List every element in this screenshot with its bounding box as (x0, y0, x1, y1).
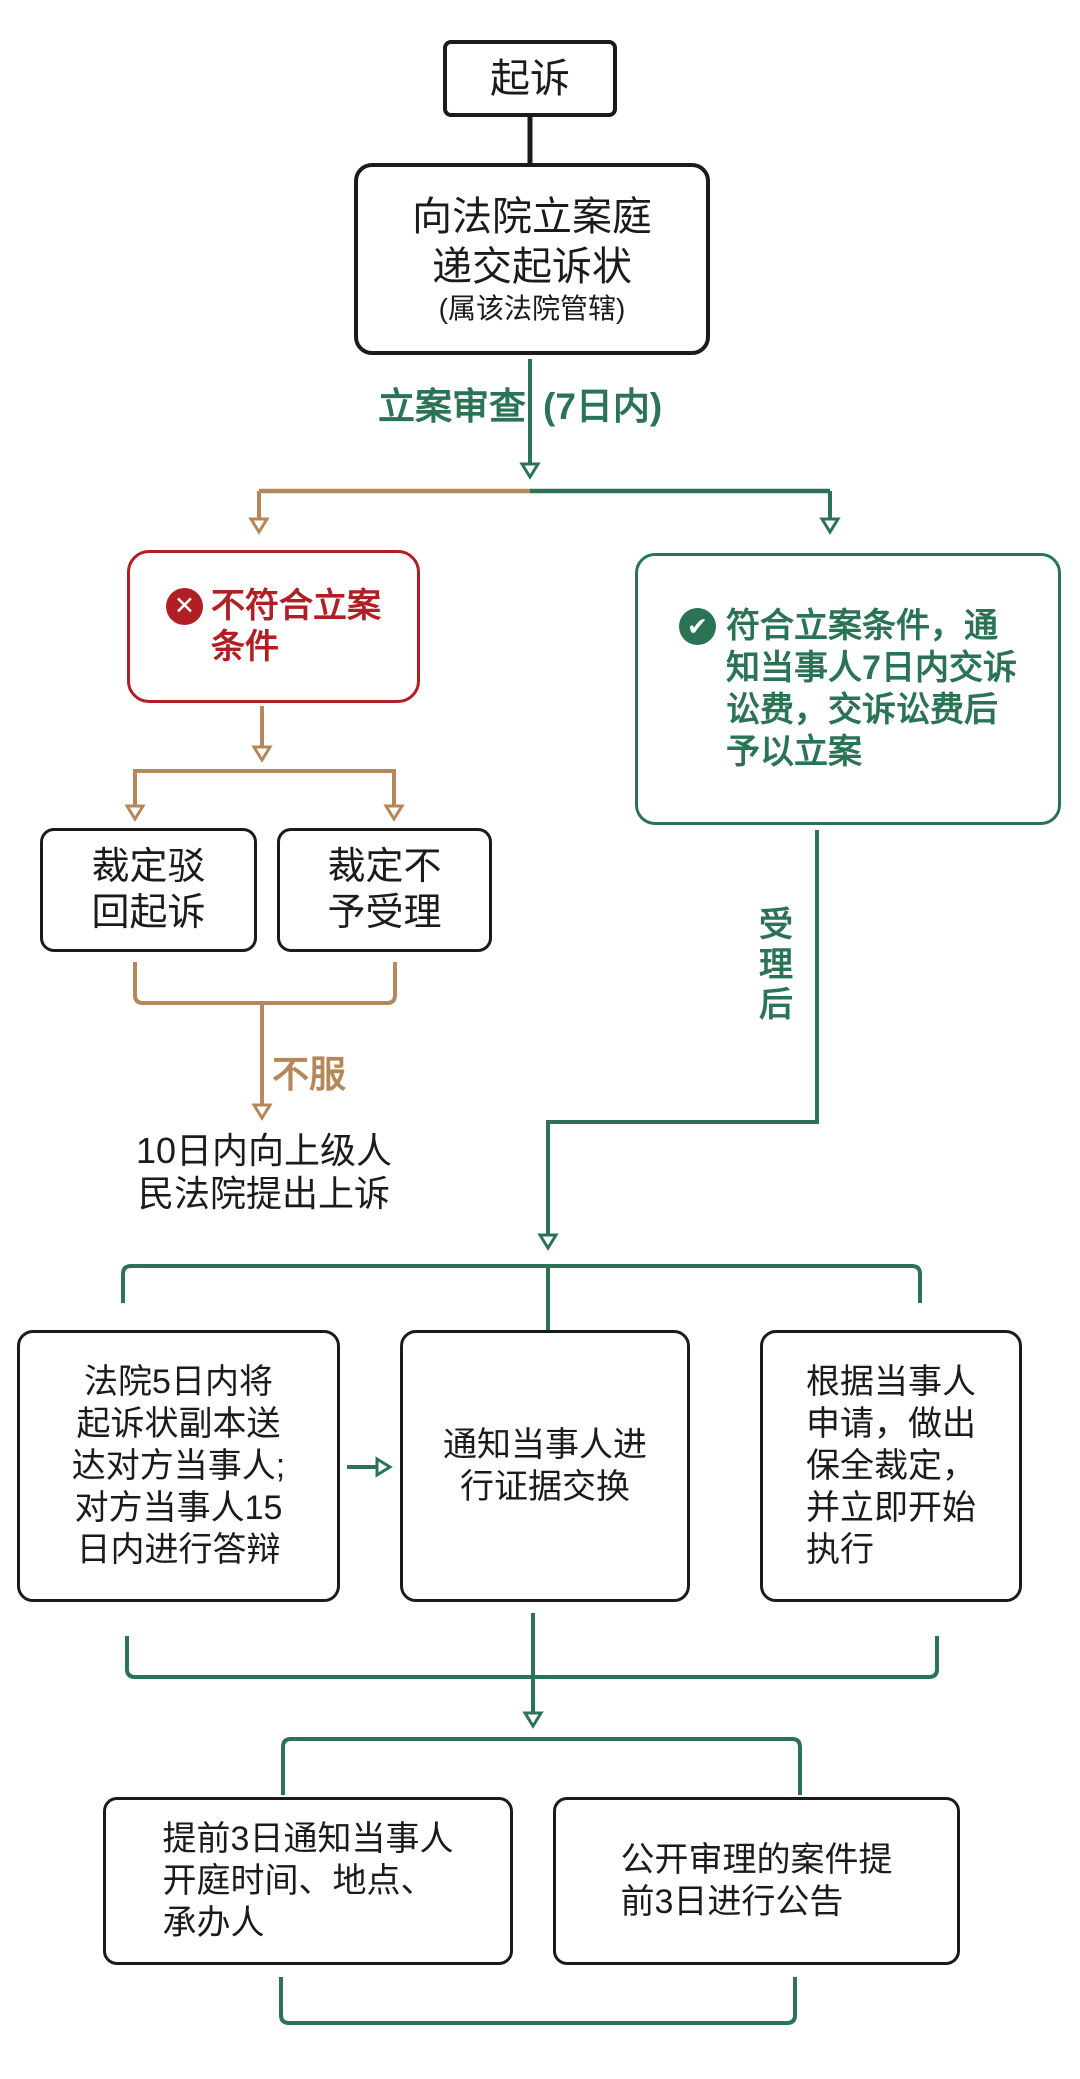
arrowhead-refuse (383, 804, 405, 822)
node-serve-line: 对方当事人15 (74, 1489, 283, 1527)
node-public-announcement: 公开审理的案件提 前3日进行公告 (553, 1797, 960, 1965)
node-reject-line: 条件 (211, 627, 279, 666)
node-accept-line: 予以立案 (726, 733, 863, 771)
appeal-text: 10日内向上级人 民法院提出上诉 (114, 1129, 414, 1215)
node-notify-line: 承办人 (162, 1904, 265, 1942)
arrowhead-appeal (251, 1103, 273, 1121)
node-refuse-line: 予受理 (327, 892, 442, 934)
node-serve-line: 达对方当事人; (71, 1447, 286, 1485)
after-acceptance-label: 受理后 (759, 906, 793, 1024)
node-reject-line: 不符合立案 (211, 586, 381, 625)
node-serve-line: 日内进行答辩 (76, 1531, 281, 1569)
node-reject: ✕ 不符合立案 条件 (127, 550, 420, 703)
check-circle-icon: ✔ (679, 608, 717, 645)
arrowhead-serve-evidence (375, 1456, 393, 1478)
node-preservation-line: 保全裁定， (806, 1447, 976, 1485)
node-start-label: 起诉 (490, 56, 570, 101)
node-refuse-line: 裁定不 (327, 846, 442, 888)
appeal-text-line: 民法院提出上诉 (137, 1173, 390, 1214)
node-dismiss: 裁定驳 回起诉 (40, 828, 257, 952)
x-circle-icon: ✕ (166, 587, 203, 625)
arrowhead-hearing (522, 1711, 544, 1729)
node-evidence-line: 通知当事人进 (443, 1426, 647, 1464)
bracket-rulings-split (133, 769, 396, 806)
node-accept-line: 符合立案条件，通 (726, 607, 999, 645)
node-start: 起诉 (443, 40, 617, 117)
appeal-edge-label: 不服 (272, 1054, 346, 1095)
node-serve-line: 起诉状副本送 (76, 1405, 281, 1443)
node-serve-copy: 法院5日内将 起诉状副本送 达对方当事人; 对方当事人15 日内进行答辩 (17, 1330, 340, 1602)
node-preservation-line: 根据当事人 (806, 1363, 976, 1401)
bracket-bottom-merge (279, 1977, 797, 2025)
node-preservation-line: 并立即开始 (806, 1489, 976, 1527)
arrowhead-reject (248, 517, 270, 535)
appeal-text-line: 10日内向上级人 (135, 1130, 393, 1171)
node-dismiss-line: 回起诉 (91, 892, 206, 934)
node-preservation-line: 执行 (806, 1531, 874, 1569)
node-refuse: 裁定不 予受理 (277, 828, 492, 952)
node-dismiss-line: 裁定驳 (91, 846, 206, 888)
arrowhead-after-accept (537, 1233, 559, 1251)
node-announce-line: 前3日进行公告 (620, 1883, 844, 1921)
arrowhead-accept (819, 517, 841, 535)
arrowhead-dismiss (124, 804, 146, 822)
node-evidence-exchange: 通知当事人进 行证据交换 (400, 1330, 690, 1602)
bracket-three-split (121, 1264, 922, 1303)
connector-after-accept (546, 830, 819, 1235)
node-notify-line: 开庭时间、地点、 (162, 1862, 435, 1900)
node-accept: ✔ 符合立案条件，通 知当事人7日内交诉 讼费，交诉讼费后 予以立案 (635, 553, 1061, 825)
bracket-rulings-merge (133, 962, 397, 1005)
arrowhead-reject-out (251, 745, 273, 763)
review-duration-label: (7日内) (543, 386, 663, 427)
node-announce-line: 公开审理的案件提 (620, 1841, 893, 1879)
arrowhead-review (519, 462, 541, 480)
node-accept-line: 知当事人7日内交诉 (726, 649, 1017, 687)
node-serve-line: 法院5日内将 (84, 1363, 273, 1401)
node-accept-line: 讼费，交诉讼费后 (726, 691, 999, 729)
node-notify-hearing: 提前3日通知当事人 开庭时间、地点、 承办人 (103, 1797, 513, 1965)
node-submit: 向法院立案庭 递交起诉状 (属该法院管辖) (354, 163, 710, 355)
node-evidence-line: 行证据交换 (460, 1468, 630, 1506)
node-notify-line: 提前3日通知当事人 (162, 1820, 454, 1858)
bracket-bottom-split (281, 1737, 802, 1795)
node-submit-line: 向法院立案庭 (412, 195, 652, 239)
node-preservation: 根据当事人 申请，做出 保全裁定， 并立即开始 执行 (760, 1330, 1022, 1602)
review-stage-label: 立案审查 (378, 386, 526, 427)
node-submit-line: 递交起诉状 (432, 245, 632, 289)
node-submit-note: (属该法院管辖) (438, 293, 626, 324)
node-preservation-line: 申请，做出 (806, 1405, 976, 1443)
